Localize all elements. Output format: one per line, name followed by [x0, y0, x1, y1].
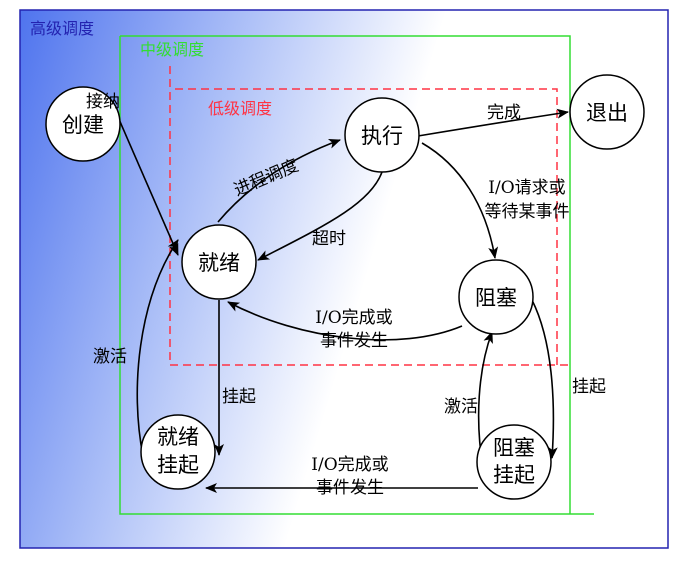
node-ready: 就绪	[181, 224, 257, 300]
blocked-suspend-label-1: 阻塞	[493, 436, 535, 460]
timeout-arrow	[257, 171, 383, 261]
activate-left-label: 激活	[93, 347, 127, 367]
low-level-label: 低级调度	[208, 99, 272, 118]
ready-label: 就绪	[198, 251, 240, 275]
ready-suspend-label-2: 挂起	[157, 453, 199, 477]
complete-arrow	[417, 108, 569, 137]
io-done-suspended-label-1: I/O完成或	[311, 455, 388, 475]
io-wait-label-2: 等待某事件	[485, 202, 570, 222]
node-blocked-suspend: 阻塞 挂起	[476, 424, 552, 500]
admit-label: 接纳	[86, 92, 120, 112]
run-label: 执行	[361, 124, 403, 148]
ready-suspend-label-1: 就绪	[157, 425, 199, 449]
mid-level-region	[119, 35, 594, 515]
io-done-suspended-label-2: 事件发生	[316, 478, 384, 498]
node-ready-suspend: 就绪 挂起	[140, 414, 216, 490]
blocked-suspend-label-2: 挂起	[493, 463, 535, 487]
io-done-ready-label-2: 事件发生	[320, 331, 388, 351]
node-create: 创建	[45, 86, 121, 162]
dispatch-arrow	[217, 139, 341, 223]
suspend-left-label: 挂起	[222, 387, 256, 407]
admit-arrow	[117, 116, 179, 256]
activate-right-label: 激活	[444, 397, 478, 417]
node-exit: 退出	[569, 74, 645, 150]
io-wait-arrow	[421, 142, 499, 259]
suspend-right-label: 挂起	[572, 377, 606, 397]
suspend-right-arrow	[531, 299, 558, 459]
low-level-region	[169, 66, 570, 366]
create-label: 创建	[62, 113, 104, 137]
high-level-region	[19, 9, 669, 549]
timeout-label: 超时	[312, 229, 346, 249]
high-level-label: 高级调度	[30, 19, 94, 38]
node-run: 执行	[344, 97, 420, 173]
blocked-label: 阻塞	[475, 286, 517, 310]
io-wait-label-1: I/O请求或	[488, 178, 565, 198]
mid-level-label: 中级调度	[140, 40, 204, 59]
io-done-ready-label-1: I/O完成或	[315, 308, 392, 328]
node-blocked: 阻塞	[458, 259, 534, 335]
activate-left-arrow	[136, 239, 179, 457]
complete-label: 完成	[487, 103, 521, 123]
io-done-ready-arrow	[227, 301, 463, 341]
exit-label: 退出	[586, 101, 628, 125]
